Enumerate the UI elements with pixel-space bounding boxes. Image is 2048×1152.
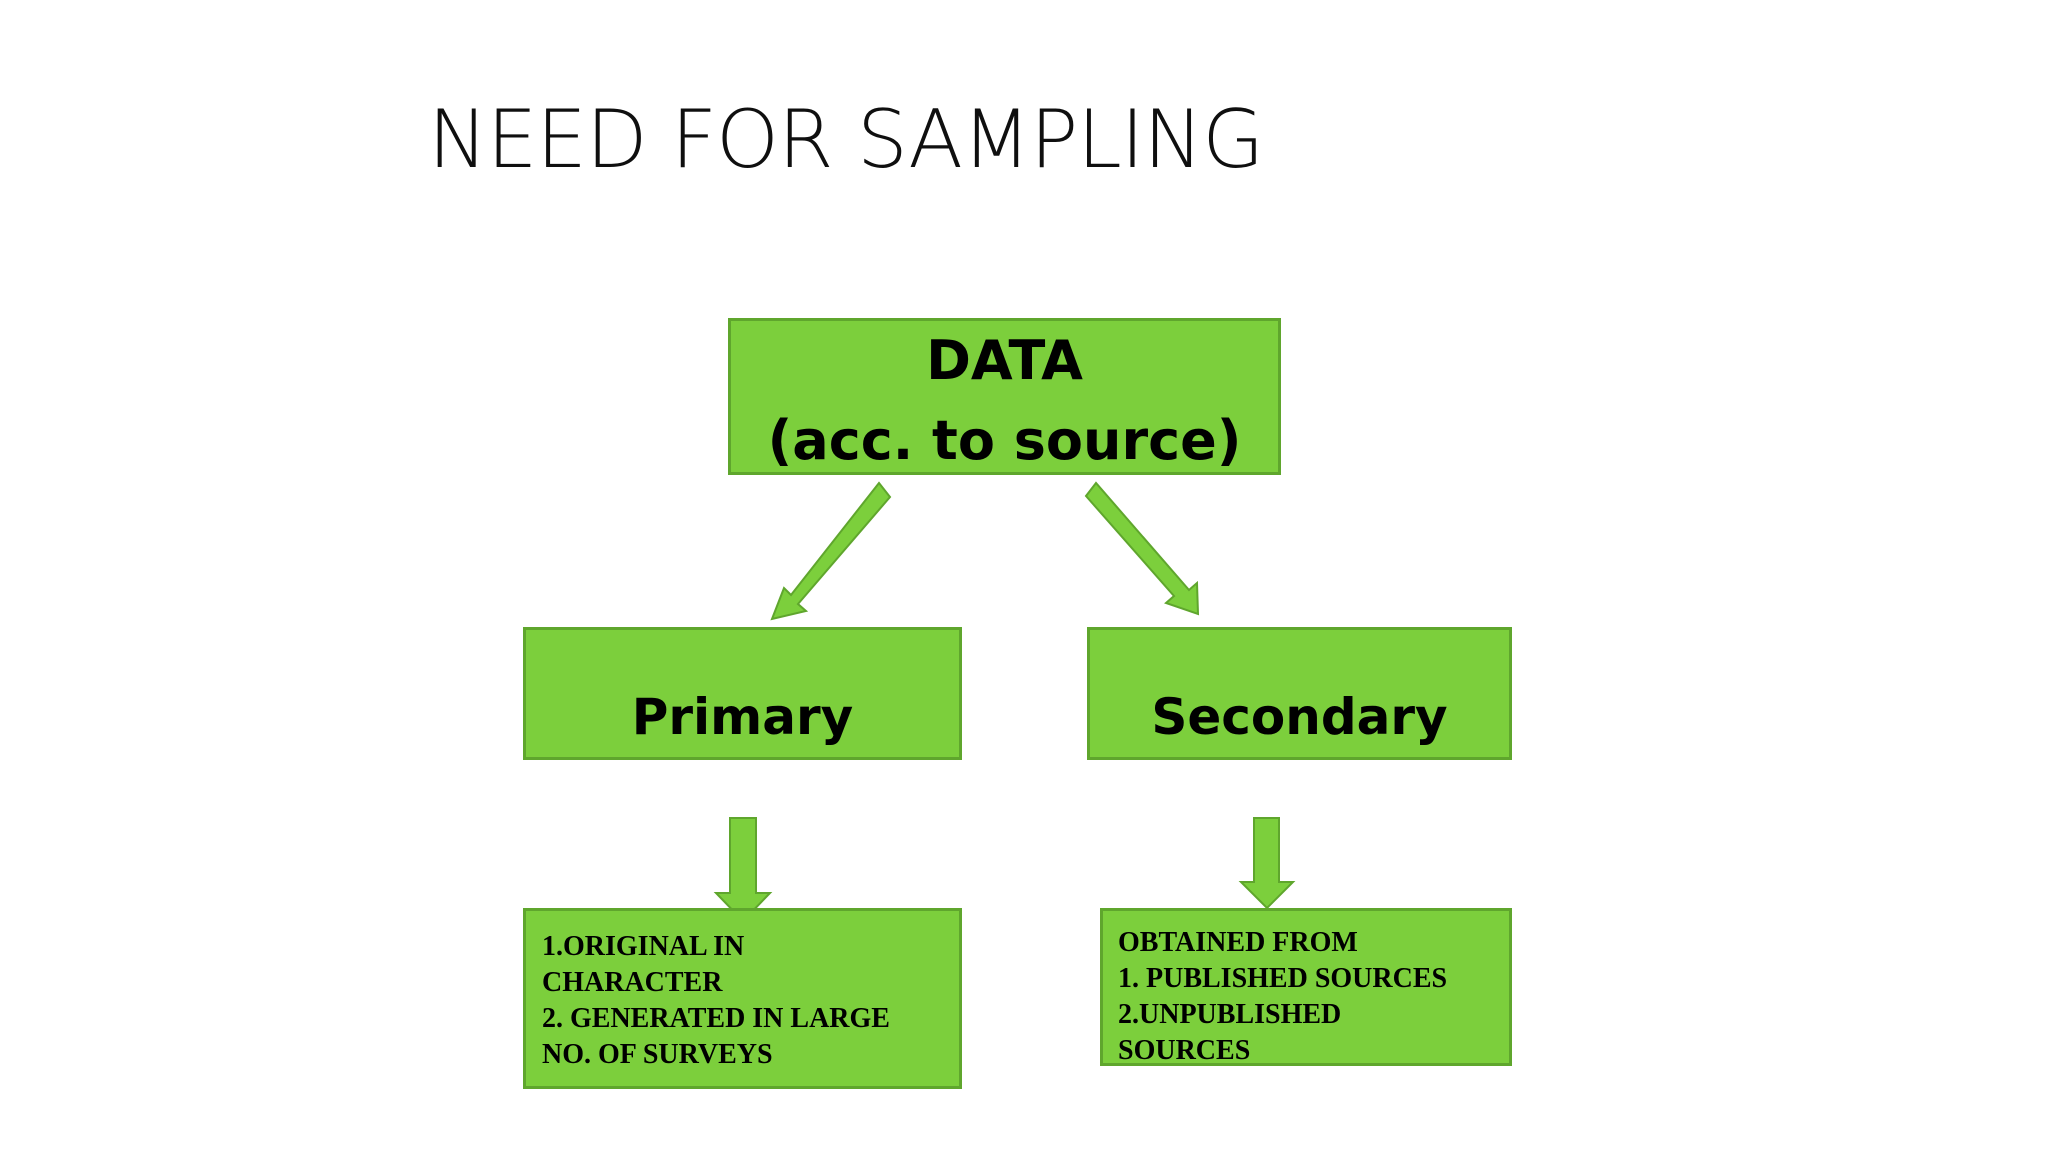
arrow-primary-down xyxy=(713,817,773,923)
secondary-box: Secondary xyxy=(1087,627,1512,760)
secondary-description-line: 1. PUBLISHED SOURCES xyxy=(1118,963,1448,994)
secondary-description-line: SOURCES xyxy=(1118,1035,1251,1066)
secondary-description-line: 2.UNPUBLISHED xyxy=(1118,999,1342,1030)
primary-box: Primary xyxy=(523,627,962,760)
data-box: DATA (acc. to source) xyxy=(728,318,1281,475)
primary-description-box: 1.ORIGINAL IN CHARACTER 2. GENERATED IN … xyxy=(523,908,962,1089)
data-box-subtitle: (acc. to source) xyxy=(767,409,1242,472)
arrow-to-secondary xyxy=(1084,481,1200,616)
slide-title: NEED FOR SAMPLING xyxy=(428,93,1264,186)
data-box-title: DATA xyxy=(926,329,1083,392)
primary-description-line: 1.ORIGINAL IN xyxy=(542,931,745,962)
primary-description-line: 2. GENERATED IN LARGE xyxy=(542,1003,890,1034)
arrow-to-primary xyxy=(770,481,892,621)
primary-description-line: NO. OF SURVEYS xyxy=(542,1039,773,1070)
arrow-secondary-down xyxy=(1238,817,1296,910)
primary-description-line: CHARACTER xyxy=(542,967,723,998)
secondary-description-line: OBTAINED FROM xyxy=(1118,927,1358,958)
secondary-description-box: OBTAINED FROM 1. PUBLISHED SOURCES 2.UNP… xyxy=(1100,908,1512,1066)
